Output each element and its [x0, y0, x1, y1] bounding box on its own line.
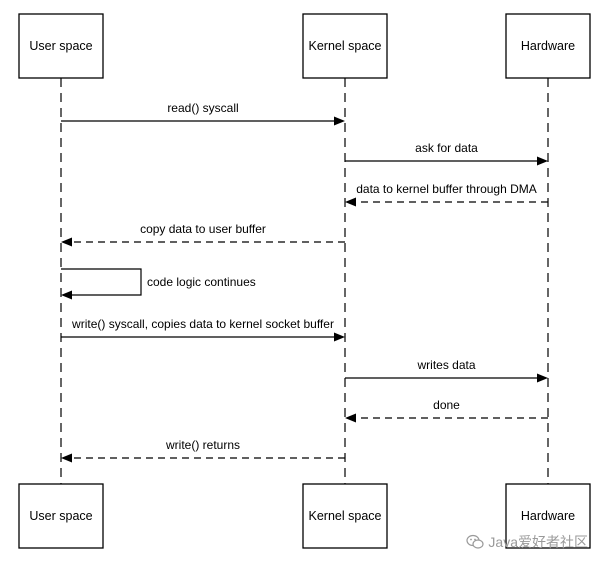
arrow-head — [61, 290, 72, 300]
participant-box-user-bottom: User space — [18, 483, 104, 549]
participant-rect — [302, 483, 388, 549]
message-label: copy data to user buffer — [140, 222, 266, 236]
participant-box-user-top: User space — [18, 13, 104, 79]
message-line — [61, 268, 142, 296]
participant-box-hw-bottom: Hardware — [505, 483, 591, 549]
participant-rect — [18, 13, 104, 79]
message-8: done — [345, 398, 548, 423]
message-4: copy data to user buffer — [61, 222, 345, 247]
participant-rect — [505, 13, 591, 79]
arrow-head — [334, 116, 345, 126]
participant-label: User space — [29, 39, 92, 53]
participant-rect — [302, 13, 388, 79]
watermark-text: Java爱好者社区 — [488, 534, 588, 550]
wechat-icon — [466, 534, 485, 549]
message-7: writes data — [345, 358, 548, 383]
participant-label: Hardware — [521, 509, 575, 523]
participant-box-kernel-top: Kernel space — [302, 13, 388, 79]
arrow-head — [537, 156, 548, 166]
participant-rect — [18, 483, 104, 549]
watermark: Java爱好者社区 — [466, 532, 588, 552]
message-5: code logic continues — [61, 268, 256, 300]
message-2: ask for data — [345, 141, 548, 166]
message-label: write() returns — [165, 438, 240, 452]
message-label: data to kernel buffer through DMA — [356, 182, 537, 196]
arrow-head — [61, 237, 72, 247]
message-label: code logic continues — [147, 275, 256, 289]
arrow-head — [537, 373, 548, 383]
message-6: write() syscall, copies data to kernel s… — [61, 317, 345, 342]
arrow-head — [345, 413, 356, 423]
arrow-head — [334, 332, 345, 342]
message-label: write() syscall, copies data to kernel s… — [71, 317, 334, 331]
arrow-head — [345, 197, 356, 207]
message-9: write() returns — [61, 438, 345, 463]
message-1: read() syscall — [61, 101, 345, 126]
participant-box-kernel-bottom: Kernel space — [302, 483, 388, 549]
message-3: data to kernel buffer through DMA — [345, 182, 548, 207]
arrow-head — [61, 453, 72, 463]
participant-label: Hardware — [521, 39, 575, 53]
participant-label: User space — [29, 509, 92, 523]
participant-label: Kernel space — [309, 39, 382, 53]
participant-rect — [505, 483, 591, 549]
message-label: ask for data — [415, 141, 478, 155]
participant-label: Kernel space — [309, 509, 382, 523]
participant-box-hw-top: Hardware — [505, 13, 591, 79]
message-label: read() syscall — [167, 101, 238, 115]
message-label: writes data — [416, 358, 475, 372]
message-label: done — [433, 398, 460, 412]
